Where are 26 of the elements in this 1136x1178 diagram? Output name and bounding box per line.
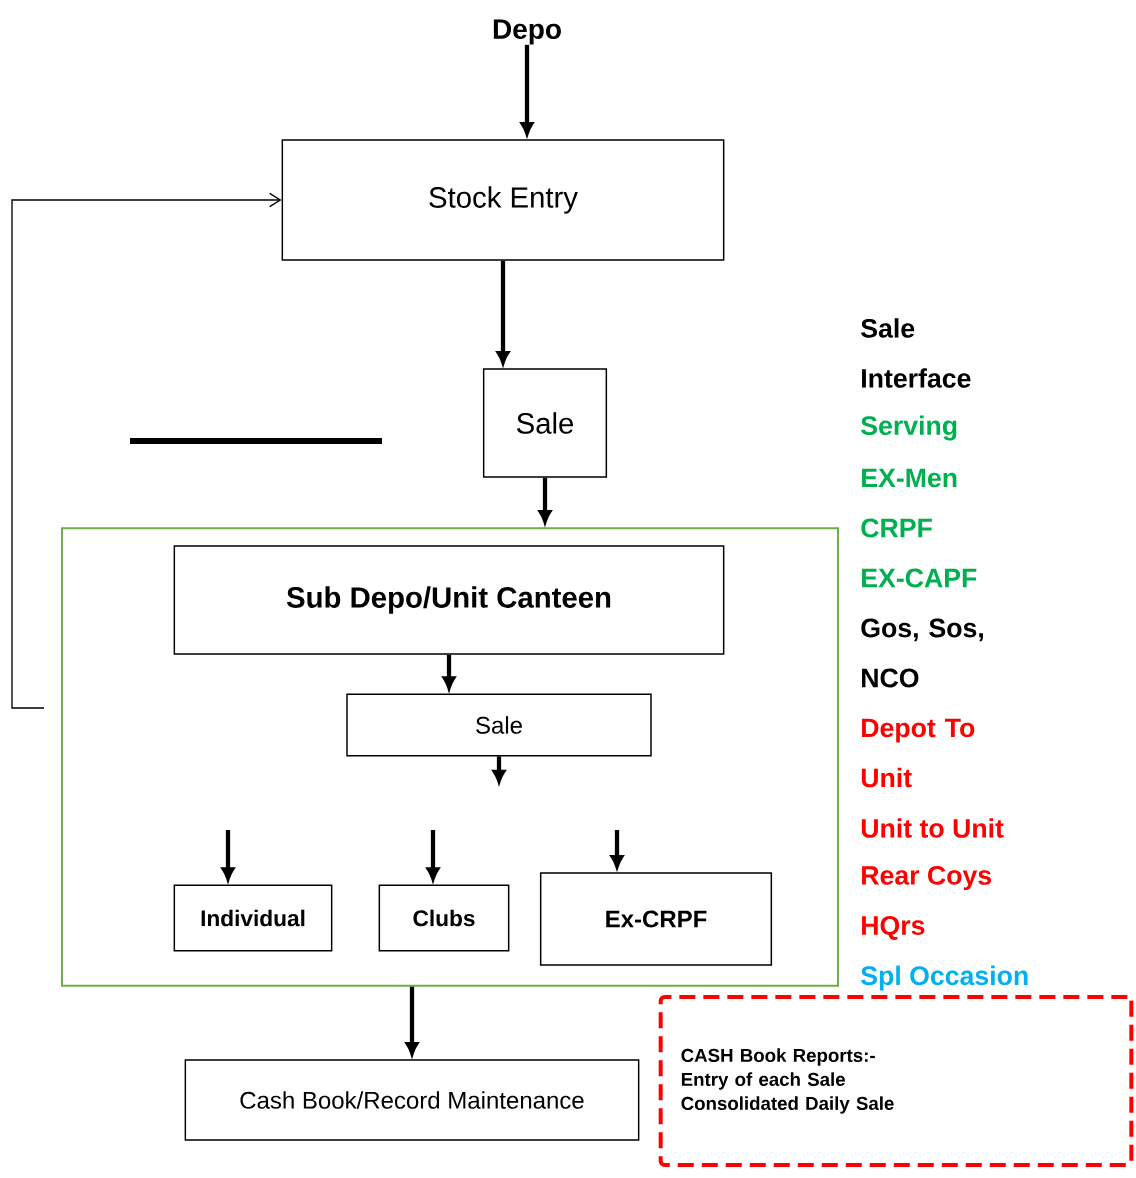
arrow <box>496 260 510 365</box>
process-box: Sale <box>346 693 652 757</box>
list-item: Serving <box>861 415 957 441</box>
list-item: EX-Men <box>862 468 957 488</box>
arrow <box>610 830 624 869</box>
notes-box: CASH Book Reports:- Entry of each Sale Consolidated Daily Sale <box>658 995 1134 1167</box>
process-box: Sub Depo/Unit Canteen <box>173 545 725 655</box>
list-item: HQrs <box>862 916 925 940</box>
list-item: Depot To Unit <box>861 718 975 788</box>
arrow <box>405 986 419 1056</box>
list-item: Unit to Unit <box>861 818 1004 838</box>
list-item: Gos, Sos, NCO <box>861 618 983 688</box>
process-box: Clubs <box>378 884 510 952</box>
heading-text: Depo <box>493 19 561 45</box>
list-item: EX-CAPF <box>862 568 977 588</box>
arrow <box>520 44 534 136</box>
list-item: CRPF <box>861 518 932 538</box>
process-box: Ex-CRPF <box>539 872 773 966</box>
process-box: Cash Book/Record Maintenance <box>184 1059 640 1141</box>
process-box: Individual <box>173 884 333 952</box>
list-item: Sale Interface <box>861 318 971 388</box>
process-box: Sale <box>482 368 608 478</box>
list-item: Rear Coys <box>862 865 992 891</box>
process-box: Stock Entry <box>281 139 725 261</box>
arrow <box>11 192 282 709</box>
group-frame <box>61 527 839 987</box>
